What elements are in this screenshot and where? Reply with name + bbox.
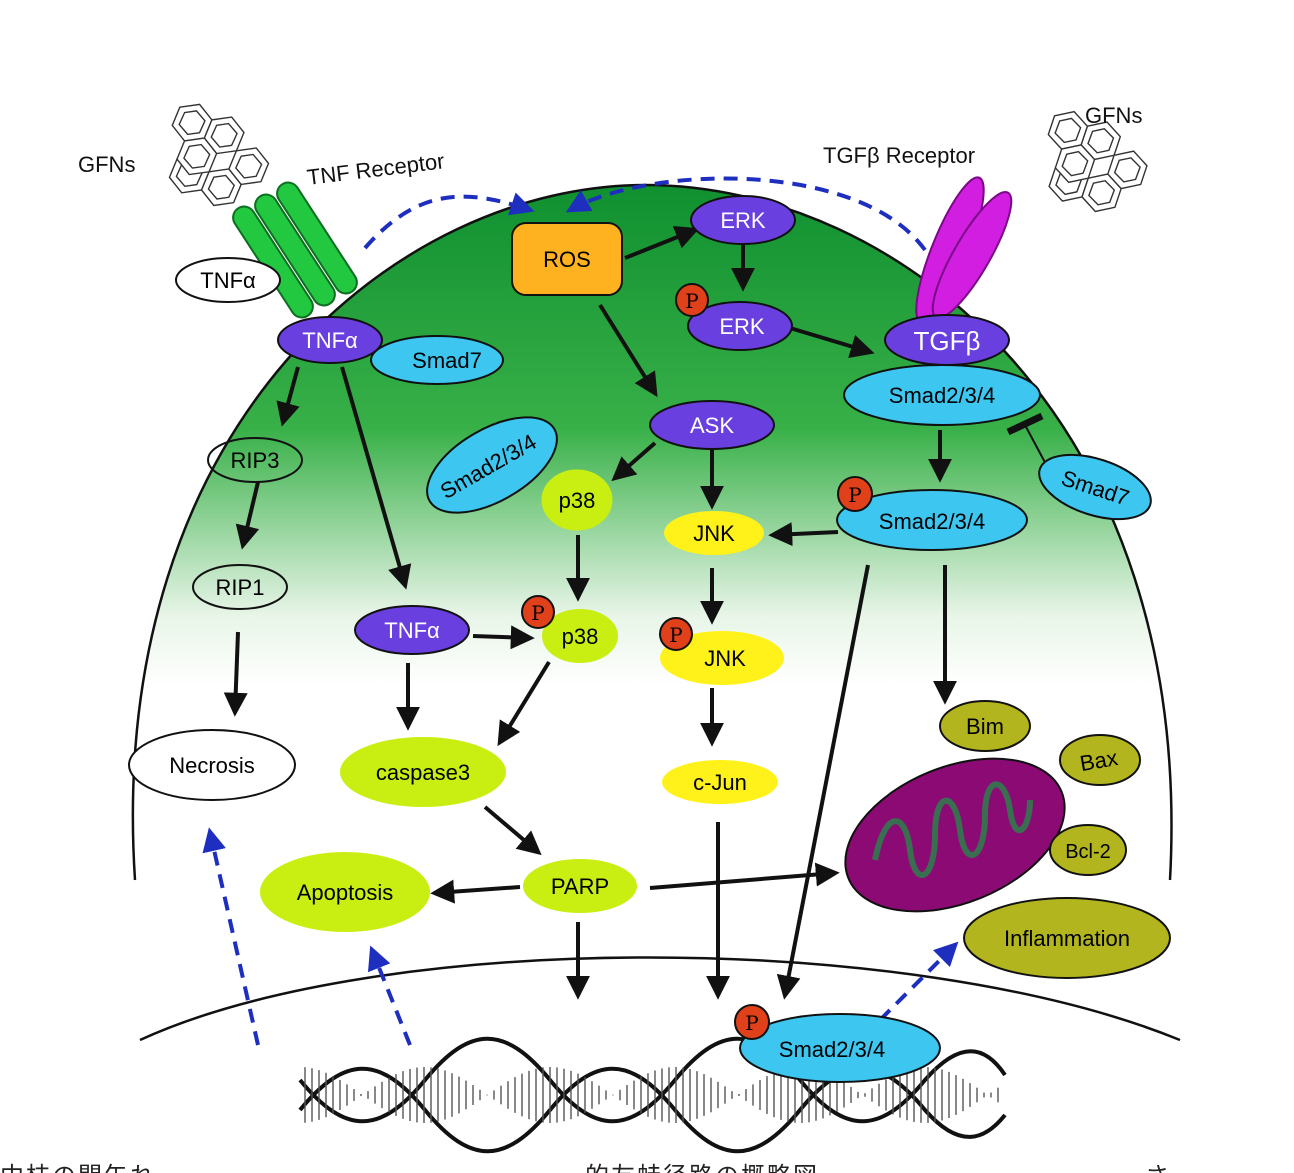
svg-text:TGFβ: TGFβ (914, 326, 981, 356)
node-erk: ERK (690, 195, 796, 245)
gfn-cluster-left (168, 103, 270, 207)
node-smad234-left: Smad2/3/4 (426, 416, 558, 514)
svg-text:Bcl-2: Bcl-2 (1065, 841, 1111, 863)
node-bcl2: Bcl-2 (1049, 824, 1127, 876)
svg-text:Bim: Bim (966, 714, 1004, 739)
node-tnfa-mid: TNFα (354, 605, 470, 655)
node-bax: Bax (1059, 734, 1141, 786)
inhibition-line (1006, 412, 1049, 469)
gfns-right-label: GFNs (1085, 103, 1142, 128)
svg-text:TNFα: TNFα (302, 328, 358, 353)
tnf-receptor-shape (232, 181, 358, 319)
node-ask: ASK (649, 400, 775, 450)
node-tgfb: TGFβ (884, 314, 1010, 366)
node-phospho-erk: ERK P (675, 283, 793, 351)
node-inflammation: Inflammation (963, 897, 1171, 979)
node-smad234-right: Smad2/3/4 (843, 364, 1041, 426)
caption-fragment-2: 的友蛙径路の概略図 (585, 1156, 819, 1173)
node-bim: Bim (939, 700, 1031, 752)
node-rip3: RIP3 (207, 437, 303, 483)
svg-text:Smad2/3/4: Smad2/3/4 (879, 509, 985, 534)
node-smad7-left: Smad7 (370, 335, 504, 385)
svg-text:TNFα: TNFα (384, 618, 440, 643)
node-smad7-right: Smad7 (1038, 453, 1152, 521)
svg-text:P: P (848, 483, 861, 507)
svg-text:Smad7: Smad7 (412, 348, 482, 373)
svg-text:ROS: ROS (543, 247, 591, 272)
svg-text:p38: p38 (562, 624, 599, 649)
svg-text:RIP3: RIP3 (231, 448, 280, 473)
node-nuclear-smad234: Smad2/3/4 P (734, 1004, 941, 1083)
caption-fragment-1: 中枝の間午れ (0, 1156, 156, 1173)
node-tnfa-outside: TNFα (175, 257, 281, 303)
svg-text:P: P (531, 601, 544, 625)
svg-text:Smad2/3/4: Smad2/3/4 (889, 383, 995, 408)
node-ros: ROS (511, 222, 623, 296)
svg-text:JNK: JNK (693, 521, 735, 546)
node-apoptosis: Apoptosis (260, 852, 430, 932)
node-tnfa-membrane: TNFα (277, 316, 383, 364)
node-parp: PARP (523, 859, 637, 913)
node-p38: p38 (541, 469, 613, 531)
pathway-arrows (223, 225, 957, 1000)
svg-text:P: P (745, 1011, 758, 1035)
node-jnk: JNK (664, 511, 764, 555)
gfn-cluster-right (1047, 110, 1148, 213)
svg-text:ERK: ERK (720, 208, 766, 233)
svg-text:P: P (685, 289, 698, 313)
nuclear-membrane (139, 956, 1181, 1042)
svg-text:Inflammation: Inflammation (1004, 926, 1130, 951)
tgfb-receptor-shape (915, 176, 1013, 324)
node-necrosis: Necrosis (128, 729, 296, 801)
gfns-left-label: GFNs (78, 152, 135, 177)
node-rip1: RIP1 (192, 564, 288, 610)
node-phospho-smad234: Smad2/3/4 P (836, 476, 1028, 551)
svg-text:P: P (669, 623, 682, 647)
node-phospho-jnk: JNK P (659, 617, 784, 685)
node-cjun: c-Jun (662, 760, 778, 804)
svg-text:Necrosis: Necrosis (169, 753, 255, 778)
svg-text:c-Jun: c-Jun (693, 770, 747, 795)
truncated-caption: 中枝の間午れ 的友蛙径路の概略図 さ (0, 1152, 1294, 1173)
svg-text:Smad2/3/4: Smad2/3/4 (779, 1037, 885, 1062)
svg-text:PARP: PARP (551, 874, 609, 899)
dashed-arrows (202, 176, 959, 1046)
svg-text:RIP1: RIP1 (216, 575, 265, 600)
caption-fragment-3: さ (1145, 1156, 1171, 1173)
tnf-receptor-label: TNF Receptor (306, 148, 446, 190)
node-phospho-p38: p38 P (521, 595, 618, 663)
svg-text:caspase3: caspase3 (376, 760, 470, 785)
tgfb-receptor-label: TGFβ Receptor (823, 143, 975, 168)
dna-helix (298, 1036, 1007, 1154)
svg-text:ASK: ASK (690, 413, 734, 438)
svg-text:JNK: JNK (704, 646, 746, 671)
svg-text:TNFα: TNFα (200, 268, 256, 293)
svg-text:Apoptosis: Apoptosis (297, 880, 394, 905)
svg-text:ERK: ERK (719, 314, 765, 339)
svg-text:p38: p38 (559, 488, 596, 513)
node-caspase3: caspase3 (340, 737, 506, 807)
mitochondrion (844, 757, 1066, 913)
